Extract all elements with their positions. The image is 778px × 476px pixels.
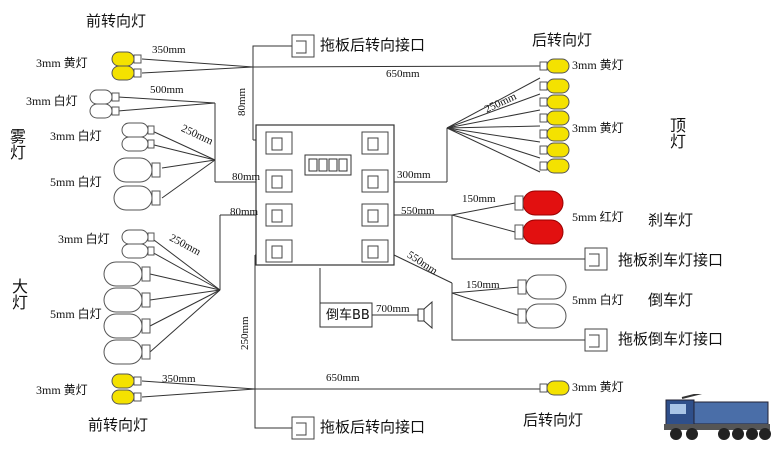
yellow-led-icon <box>111 373 142 405</box>
brake-label: 刹车灯 <box>648 211 694 229</box>
fog-label: 雾灯 <box>7 128 26 160</box>
lamp-spec: 3mm 黄灯 <box>572 121 624 135</box>
white-led-icon <box>517 274 567 329</box>
trailer-reverse-label: 拖板倒车灯接口 <box>618 330 724 348</box>
head-label: 大灯 <box>9 278 28 310</box>
lamp-spec: 5mm 红灯 <box>572 210 624 224</box>
wire-length: 500mm <box>150 84 184 96</box>
lamp-spec: 3mm 黄灯 <box>572 58 624 72</box>
lamp-spec: 5mm 白灯 <box>50 175 102 189</box>
truck-icon <box>664 394 771 440</box>
lamp-spec: 3mm 黄灯 <box>36 383 88 397</box>
wire-length: 80mm <box>232 171 261 183</box>
lamp-spec: 3mm 黄灯 <box>572 380 624 394</box>
control-box <box>255 124 395 266</box>
roof-label: 顶灯 <box>667 117 686 149</box>
red-led-icon <box>514 190 564 245</box>
front-turn-bottom-label: 前转向灯 <box>88 416 149 434</box>
wire-length: 350mm <box>162 373 196 385</box>
lamp-spec: 5mm 白灯 <box>50 307 102 321</box>
wire-length: 80mm <box>230 206 259 218</box>
wire-length: 80mm <box>236 87 248 116</box>
yellow-led-icon <box>111 51 142 81</box>
wire-length: 650mm <box>386 68 420 80</box>
wire-length: 550mm <box>401 205 435 217</box>
buzzer <box>319 302 373 328</box>
front-turn-top-label: 前转向灯 <box>86 12 147 30</box>
yellow-led-icon <box>539 58 570 174</box>
trailer-turn-top-label: 拖板后转向接口 <box>320 36 426 54</box>
lamp-spec: 5mm 白灯 <box>572 293 624 307</box>
buzzer-label: 倒车BB <box>326 308 370 323</box>
lamp-spec: 3mm 黄灯 <box>36 56 88 70</box>
wire-length: 150mm <box>466 279 500 291</box>
yellow-led-icon <box>539 380 570 396</box>
wire-length: 300mm <box>397 169 431 181</box>
wire-length: 150mm <box>462 193 496 205</box>
rear-turn-bottom-label: 后转向灯 <box>523 411 584 429</box>
trailer-turn-bottom-label: 拖板后转向接口 <box>320 418 426 436</box>
speaker-icon <box>417 300 433 330</box>
wire-length: 350mm <box>152 44 186 56</box>
rear-turn-top-label: 后转向灯 <box>532 31 593 49</box>
lamp-spec: 3mm 白灯 <box>58 232 110 246</box>
lamp-spec: 3mm 白灯 <box>26 94 78 108</box>
wire-length: 250mm <box>239 316 251 350</box>
trailer-brake-label: 拖板刹车灯接口 <box>618 251 724 269</box>
reverse-label: 倒车灯 <box>648 291 694 309</box>
white-led-icon <box>103 229 155 365</box>
dip-switch-icon <box>304 154 352 176</box>
lamp-spec: 3mm 白灯 <box>50 129 102 143</box>
wire-length: 700mm <box>376 303 410 315</box>
wire-length: 650mm <box>326 372 360 384</box>
